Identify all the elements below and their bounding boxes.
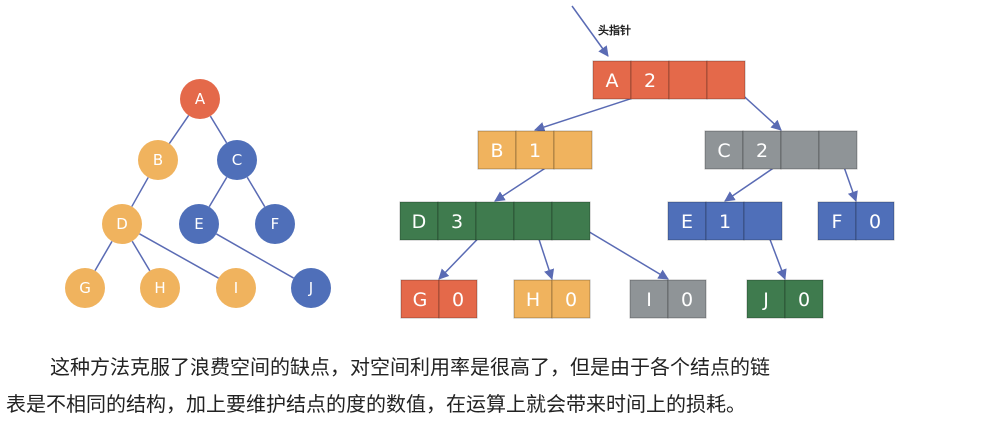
tree-node-label-B: B — [153, 151, 163, 169]
tree-node-label-F: F — [271, 215, 280, 233]
tree-node-label-D: D — [116, 215, 128, 233]
list-node-B-degree: 1 — [529, 140, 541, 162]
tree-node-label-I: I — [234, 279, 238, 297]
list-node-J-cell-0 — [746, 279, 786, 319]
tree-edge-B-D — [131, 177, 149, 207]
tree-edge-A-C — [209, 115, 228, 144]
tree-node-label-G: G — [79, 279, 91, 297]
list-node-E-degree: 1 — [719, 211, 731, 233]
tree-node-A — [180, 79, 220, 119]
tree-edge-C-F — [246, 176, 266, 208]
tree-node-J — [291, 268, 331, 308]
tree-node-label-E: E — [194, 215, 203, 233]
list-node-I-degree: 0 — [681, 289, 693, 311]
list-node-H-degree: 0 — [565, 289, 577, 311]
list-node-C-degree: 2 — [756, 140, 768, 162]
tree-node-label-A: A — [195, 90, 206, 108]
paragraph-line-1: 这种方法克服了浪费空间的缺点，对空间利用率是很高了，但是由于各个结点的链 — [50, 355, 770, 379]
list-node-J-degree: 0 — [798, 289, 810, 311]
list-node-G-label: G — [413, 289, 428, 311]
list-node-C-cell-1 — [742, 130, 782, 170]
tree-edge-D-G — [94, 240, 113, 272]
tree-edge-A-B — [168, 115, 190, 144]
list-node-I-label: I — [646, 289, 652, 311]
list-node-D-cell-1 — [437, 201, 477, 241]
list-node-A-cell-2 — [668, 60, 708, 100]
tree-node-G — [65, 268, 105, 308]
list-node-D-cell-2 — [475, 201, 515, 241]
list-node-C-cell-3 — [818, 130, 858, 170]
tree-node-B — [138, 140, 178, 180]
tree-edge-D-H — [131, 240, 151, 272]
tree-node-H — [140, 268, 180, 308]
list-node-B-cell-0 — [477, 130, 517, 170]
list-node-J-label: J — [762, 289, 769, 311]
list-node-E-label: E — [681, 211, 693, 233]
list-node-D-cell-4 — [551, 201, 591, 241]
tree-node-E — [179, 204, 219, 244]
tree-node-C — [217, 140, 257, 180]
paragraph-line-2: 表是不相同的结构，加上要维护结点的度的数值，在运算上就会带来时间上的损耗。 — [6, 392, 746, 416]
list-node-G-cell-1 — [438, 279, 478, 319]
tree-node-label-J: J — [308, 279, 313, 297]
tree-node-D — [102, 204, 142, 244]
list-node-C-label: C — [717, 140, 730, 162]
list-node-D-cell-3 — [513, 201, 553, 241]
list-node-G-cell-0 — [400, 279, 440, 319]
list-node-B-cell-2 — [553, 130, 593, 170]
list-node-C-cell-0 — [704, 130, 744, 170]
list-node-G-degree: 0 — [452, 289, 464, 311]
list-node-I-cell-1 — [667, 279, 707, 319]
head-pointer-arrow — [571, 5, 609, 57]
head-pointer-label: 头指针 — [598, 23, 631, 37]
list-node-H-label: H — [526, 289, 540, 311]
tree-node-F — [255, 204, 295, 244]
tree-edge-C-E — [208, 176, 228, 208]
list-node-H-cell-1 — [551, 279, 591, 319]
tree-edge-D-I — [139, 233, 219, 279]
list-node-C-cell-2 — [780, 130, 820, 170]
list-node-F-label: F — [832, 211, 843, 233]
list-node-D-degree: 3 — [451, 211, 463, 233]
tree-edge-E-J — [215, 233, 295, 279]
tree-node-label-H: H — [154, 279, 165, 297]
list-node-F-cell-1 — [855, 201, 895, 241]
list-node-B-label: B — [490, 140, 503, 162]
list-node-A-cell-3 — [706, 60, 746, 100]
list-node-J-cell-1 — [784, 279, 824, 319]
tree-node-label-C: C — [232, 151, 242, 169]
list-node-E-cell-2 — [743, 201, 783, 241]
list-node-D-label: D — [412, 211, 427, 233]
list-node-A-degree: 2 — [644, 70, 656, 92]
list-node-A-cell-1 — [630, 60, 670, 100]
list-node-D-cell-0 — [399, 201, 439, 241]
tree-node-I — [216, 268, 256, 308]
list-node-F-degree: 0 — [869, 211, 881, 233]
list-node-B-cell-1 — [515, 130, 555, 170]
list-node-A-cell-0 — [592, 60, 632, 100]
list-node-E-cell-0 — [667, 201, 707, 241]
list-node-A-label: A — [606, 70, 619, 92]
